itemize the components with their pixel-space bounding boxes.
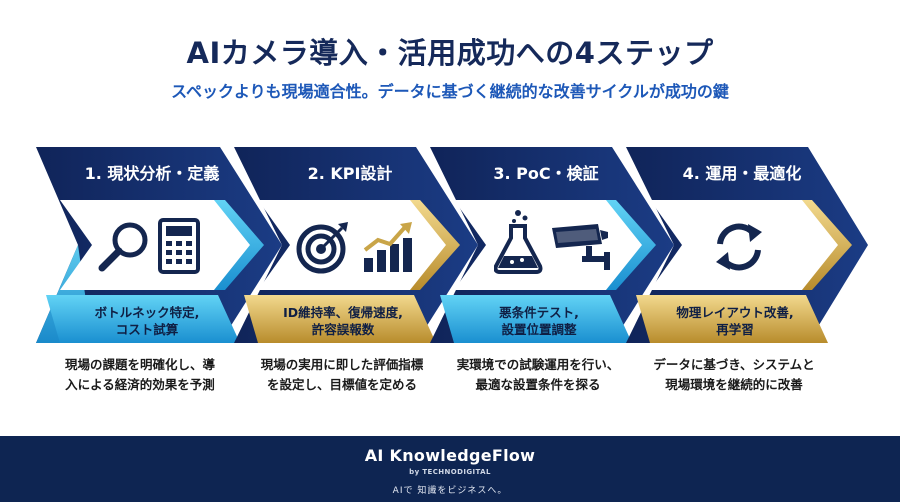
chevron-step-4	[626, 147, 868, 343]
footer-bar	[0, 436, 900, 502]
magnifier-icon	[98, 222, 148, 272]
step-1-action: ボトルネック特定, コスト試算	[94, 305, 200, 337]
step-4-action: 物理レイアウト改善, 再学習	[676, 305, 794, 337]
growth-chart-icon	[363, 222, 412, 272]
target-icon	[296, 222, 348, 274]
step-3-action: 悪条件テスト, 設置位置調整	[499, 305, 579, 337]
step-1-label: 1. 現状分析・定義	[84, 164, 220, 183]
step-4-description: データに基づき、システムと 現場環境を継続的に改善	[653, 357, 815, 392]
step-2-description: 現場の実用に即した評価指標 を設定し、目標値を定める	[260, 357, 424, 392]
step-2-label: 2. KPI設計	[307, 164, 393, 183]
brand-name: AI KnowledgeFlow	[364, 446, 536, 465]
step-chevrons	[36, 147, 868, 343]
page-subtitle: スペックよりも現場適合性。データに基づく継続的な改善サイクルが成功の鍵	[171, 82, 729, 101]
step-3-label: 3. PoC・検証	[493, 164, 599, 183]
security-camera-icon	[552, 224, 610, 270]
refresh-cycle-icon	[716, 223, 762, 271]
step-2-action: ID維持率、復帰速度, 許容誤報数	[283, 305, 403, 337]
page-title: AIカメラ導入・活用成功への4ステップ	[186, 36, 714, 70]
chevron-step-2	[234, 147, 478, 343]
step-3-description: 実環境での試験運用を行い、 最適な設置条件を探る	[456, 357, 620, 392]
brand-byline: by TECHNODIGITAL	[409, 468, 491, 476]
calculator-icon	[158, 218, 200, 274]
brand-tagline: AIで 知識をビジネスへ。	[392, 486, 508, 496]
step-4-label: 4. 運用・最適化	[682, 164, 802, 183]
step-1-description: 現場の課題を明確化し、導 入による経済的効果を予測	[64, 357, 215, 392]
flask-icon	[494, 210, 543, 274]
